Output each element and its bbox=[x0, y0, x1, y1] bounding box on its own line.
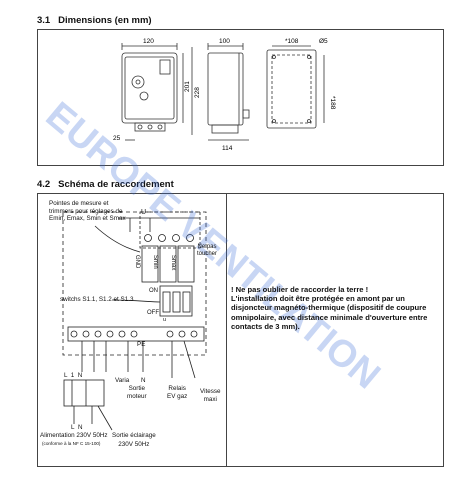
section-4-2-heading: 4.2 Schéma de raccordement bbox=[37, 179, 174, 190]
side-view-drawing bbox=[207, 43, 250, 141]
u-label: U bbox=[141, 209, 147, 216]
supply-top-label: L 1 N bbox=[64, 372, 83, 379]
conforme-label: (conforme à la NF C 15-100) bbox=[42, 441, 101, 446]
vitesse-label: Vitesse maxi bbox=[200, 388, 221, 403]
dimensions-frame bbox=[37, 29, 444, 166]
wiring-drawing bbox=[62, 211, 207, 431]
side-bottom-dim: 114 bbox=[222, 145, 233, 152]
installation-note: ! Ne pas oublier de raccorder la terre !… bbox=[231, 285, 441, 331]
note-earth-warning: ! Ne pas oublier de raccorder la terre ! bbox=[231, 285, 369, 294]
switches-label: switchs S1.1, S1.2 et S1.3 bbox=[60, 296, 134, 303]
n2-label: N bbox=[141, 377, 146, 384]
pointes-label: Pointes de mesure et trimmers pour régla… bbox=[49, 200, 126, 223]
sortie-moteur-label: Sortie moteur bbox=[127, 385, 147, 400]
gnd-label: GND bbox=[134, 255, 140, 269]
frame-divider bbox=[226, 193, 227, 466]
front-bottom-dim: 25 bbox=[113, 135, 121, 142]
smax-label: Smax bbox=[170, 255, 176, 271]
section-number: 3.1 bbox=[37, 15, 51, 26]
front-width-dim: 120 bbox=[143, 38, 154, 45]
off-label: OFF bbox=[147, 310, 159, 316]
ne-pas-toucher-label: Ne pas toucher bbox=[197, 244, 218, 257]
wiring-frame bbox=[37, 193, 444, 467]
front-inner-height-dim: 201 bbox=[184, 81, 191, 92]
note-installation-text: L'installation doit être protégée en amo… bbox=[231, 294, 428, 331]
n-label: N bbox=[78, 424, 83, 431]
sortie-eclairage-label: Sortie éclairage 230V 50Hz bbox=[112, 432, 156, 448]
back-hole-dim: Ø5 bbox=[319, 38, 328, 45]
side-width-dim: 100 bbox=[219, 38, 230, 45]
relais-label: Relais EV gaz bbox=[167, 385, 188, 400]
section-3-1-heading: 3.1 Dimensions (en mm) bbox=[37, 15, 152, 26]
section-title: Schéma de raccordement bbox=[58, 179, 174, 190]
smin-label: Smin bbox=[152, 255, 158, 269]
varia-label: Varia bbox=[115, 377, 130, 384]
alimentation-label: Alimentation 230V 50Hz bbox=[40, 432, 108, 439]
front-outer-height-dim: 228 bbox=[194, 87, 201, 98]
front-view-drawing bbox=[121, 43, 193, 141]
pe-label: PE bbox=[137, 341, 146, 348]
back-height-dim: *188 bbox=[329, 96, 336, 110]
back-view-drawing bbox=[266, 45, 325, 129]
section-title: Dimensions (en mm) bbox=[58, 15, 152, 26]
u-small-label: u bbox=[163, 317, 167, 323]
section-number: 4.2 bbox=[37, 179, 51, 190]
on-label: ON bbox=[149, 288, 158, 294]
terminal-screws bbox=[70, 330, 198, 338]
l-label: L bbox=[71, 424, 75, 431]
back-width-dim: *108 bbox=[285, 38, 299, 45]
